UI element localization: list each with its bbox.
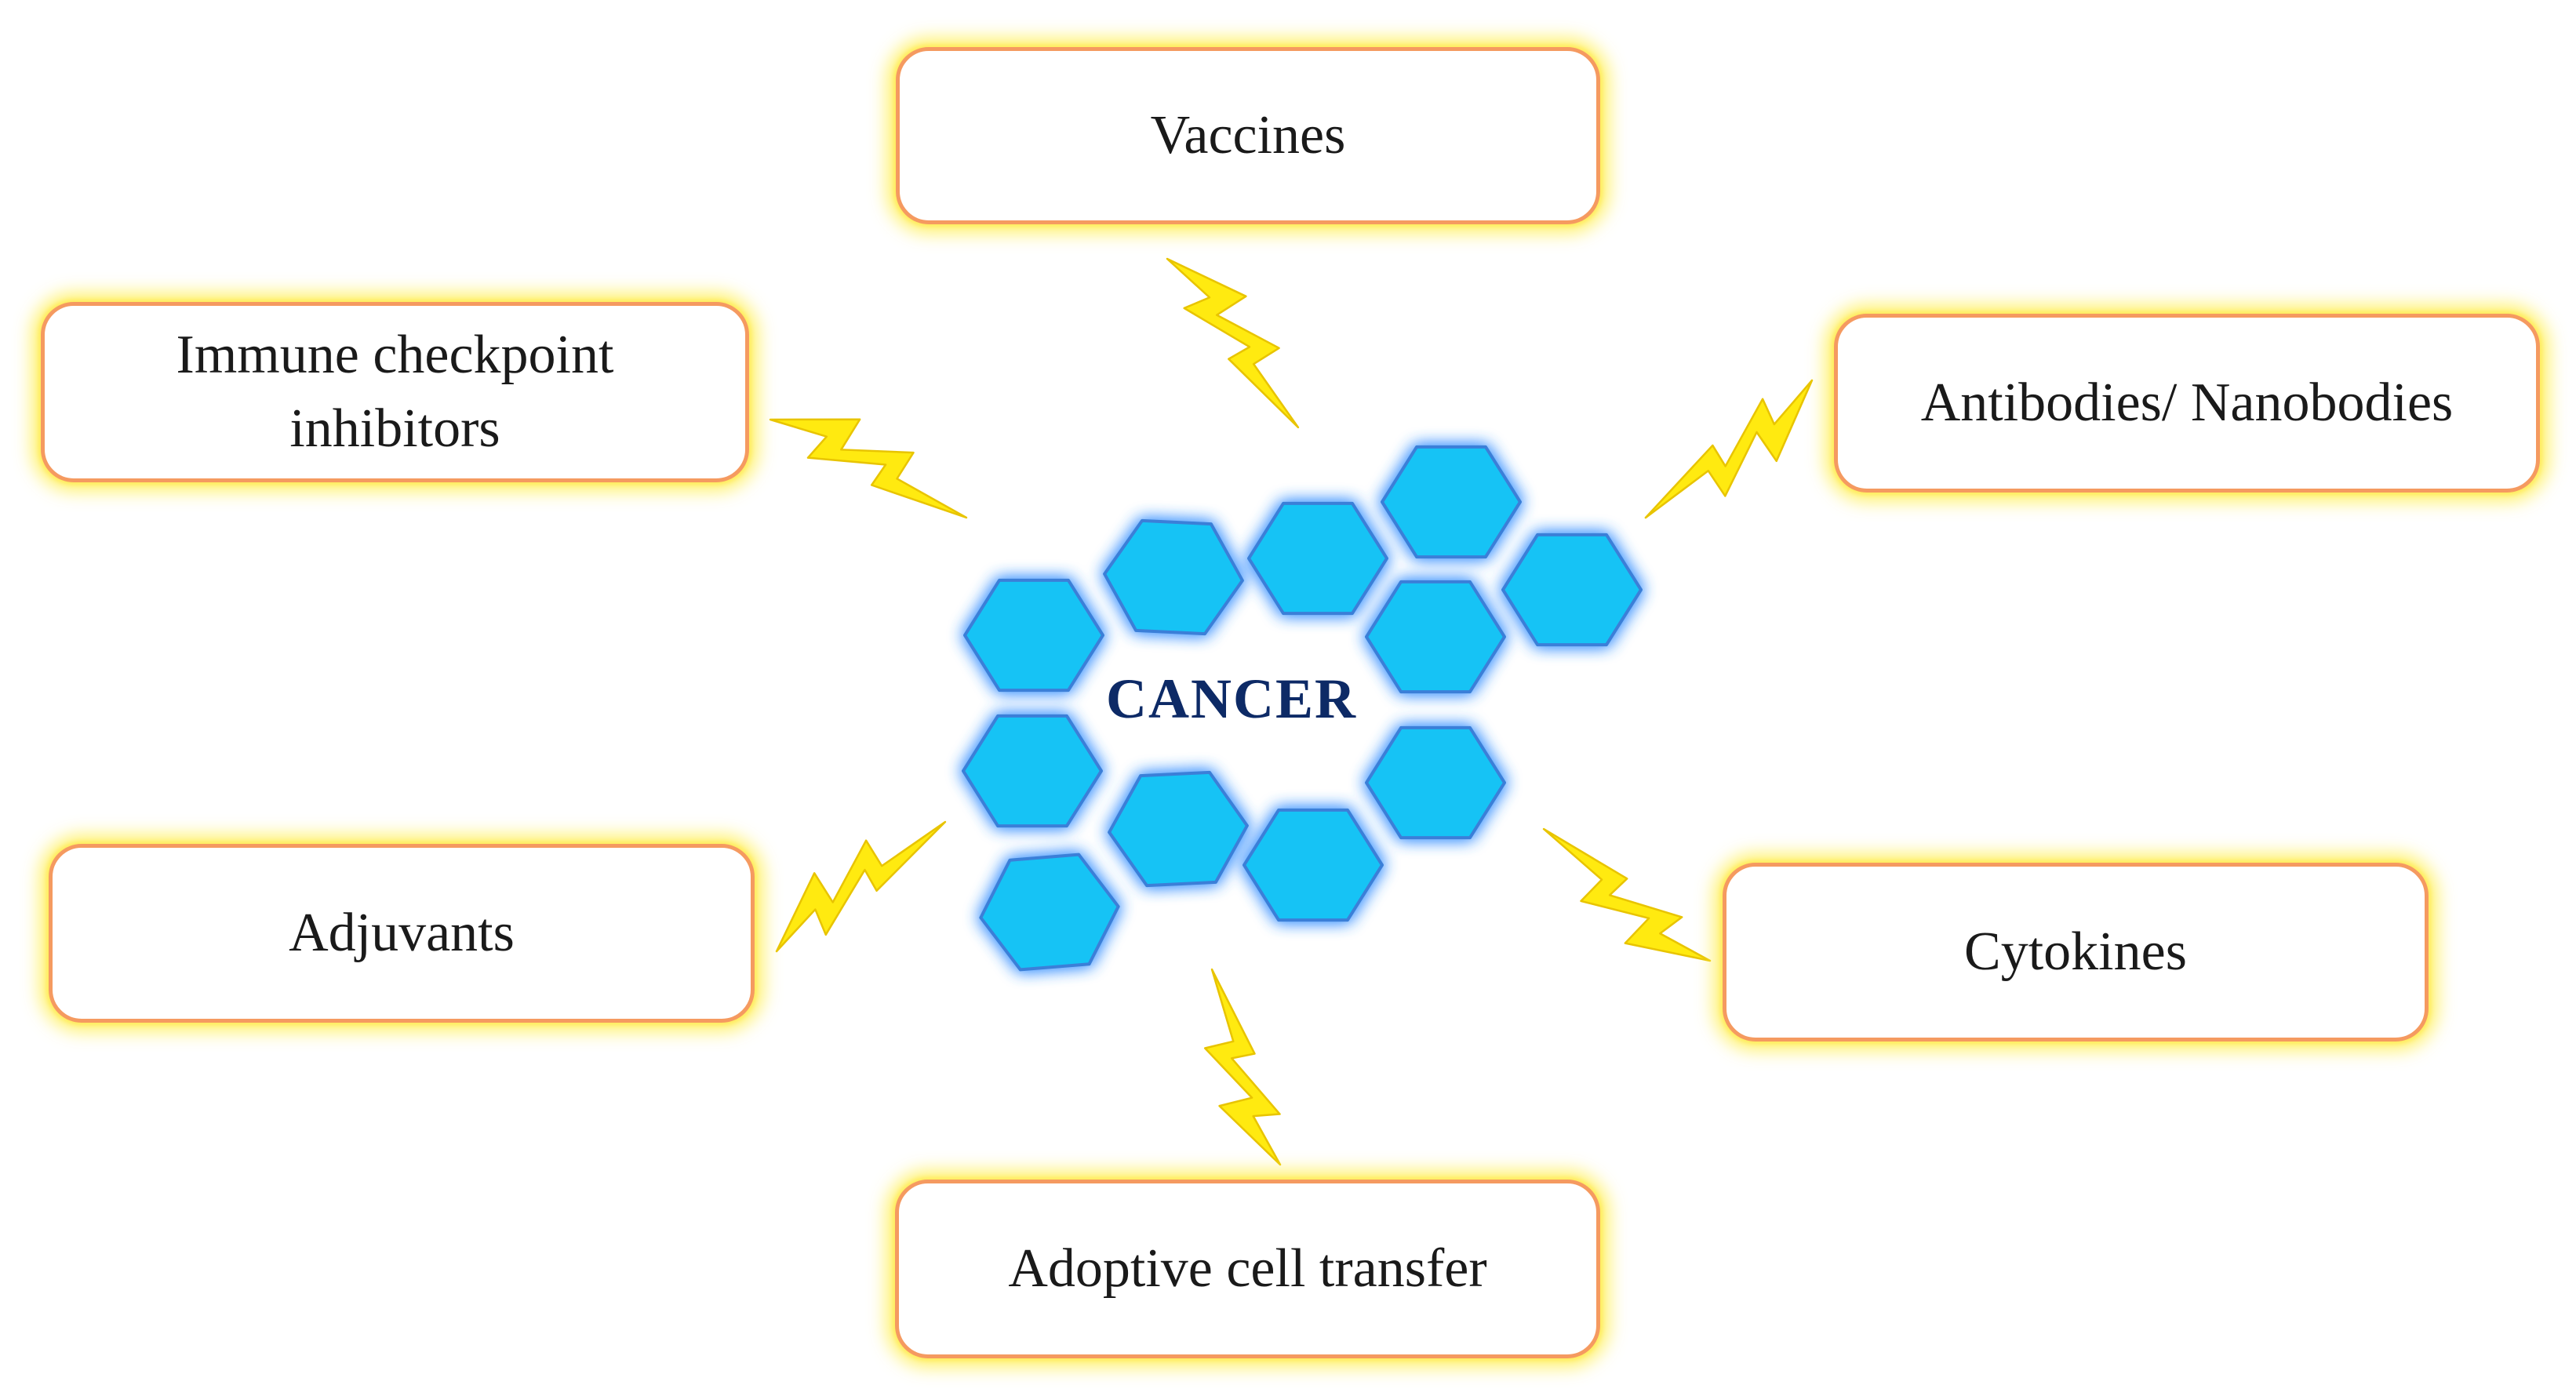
hexagon-cell-icon [1103,518,1244,636]
cytokines-label: Cytokines [1964,921,2187,982]
checkpoint-bolt-icon [769,418,968,519]
hexagon-cell-icon [1365,725,1506,840]
antibodies-bolt-icon [1644,379,1814,519]
hexagon-cell-icon [1501,533,1643,647]
checkpoint-label-line1: Immune checkpoint [176,324,614,385]
vaccines-box: Vaccines [896,47,1600,224]
adjuvants-box: Adjuvants [49,844,755,1023]
hexagon-cell-icon [1243,808,1384,922]
hexagon-cell-icon [1381,445,1522,559]
cancer-label: CANCER [1105,667,1357,730]
adjuvants-bolt-icon [775,820,947,953]
checkpoint-label-line2: inhibitors [289,398,500,459]
immune-checkpoint-inhibitors-box: Immune checkpoint inhibitors [41,302,749,482]
hexagon-cell-icon [963,578,1104,693]
cancer-cell-cluster [962,445,1643,972]
antibodies-nanobodies-box: Antibodies/ Nanobodies [1834,314,2540,493]
adjuvants-label: Adjuvants [289,902,515,963]
cytokines-box: Cytokines [1723,863,2429,1042]
antibodies-nanobodies-label: Antibodies/ Nanobodies [1920,372,2454,433]
immune-checkpoint-inhibitors-label: Immune checkpoint inhibitors [129,318,661,467]
adoptive-cell-transfer-box: Adoptive cell transfer [895,1180,1600,1358]
hexagon-cell-icon [979,853,1120,972]
cytokines-bolt-icon [1542,827,1712,962]
hexagon-cell-icon [1365,580,1506,694]
vaccines-bolt-icon [1166,257,1300,429]
hexagon-cell-icon [1108,770,1249,888]
lightning-bolts [769,257,1814,1166]
hexagon-cell-icon [1247,501,1388,616]
hexagon-cell-icon [962,714,1103,828]
vaccines-label: Vaccines [1150,104,1346,165]
adoptive-cell-transfer-label: Adoptive cell transfer [1008,1238,1487,1299]
adoptive-bolt-icon [1203,968,1282,1166]
